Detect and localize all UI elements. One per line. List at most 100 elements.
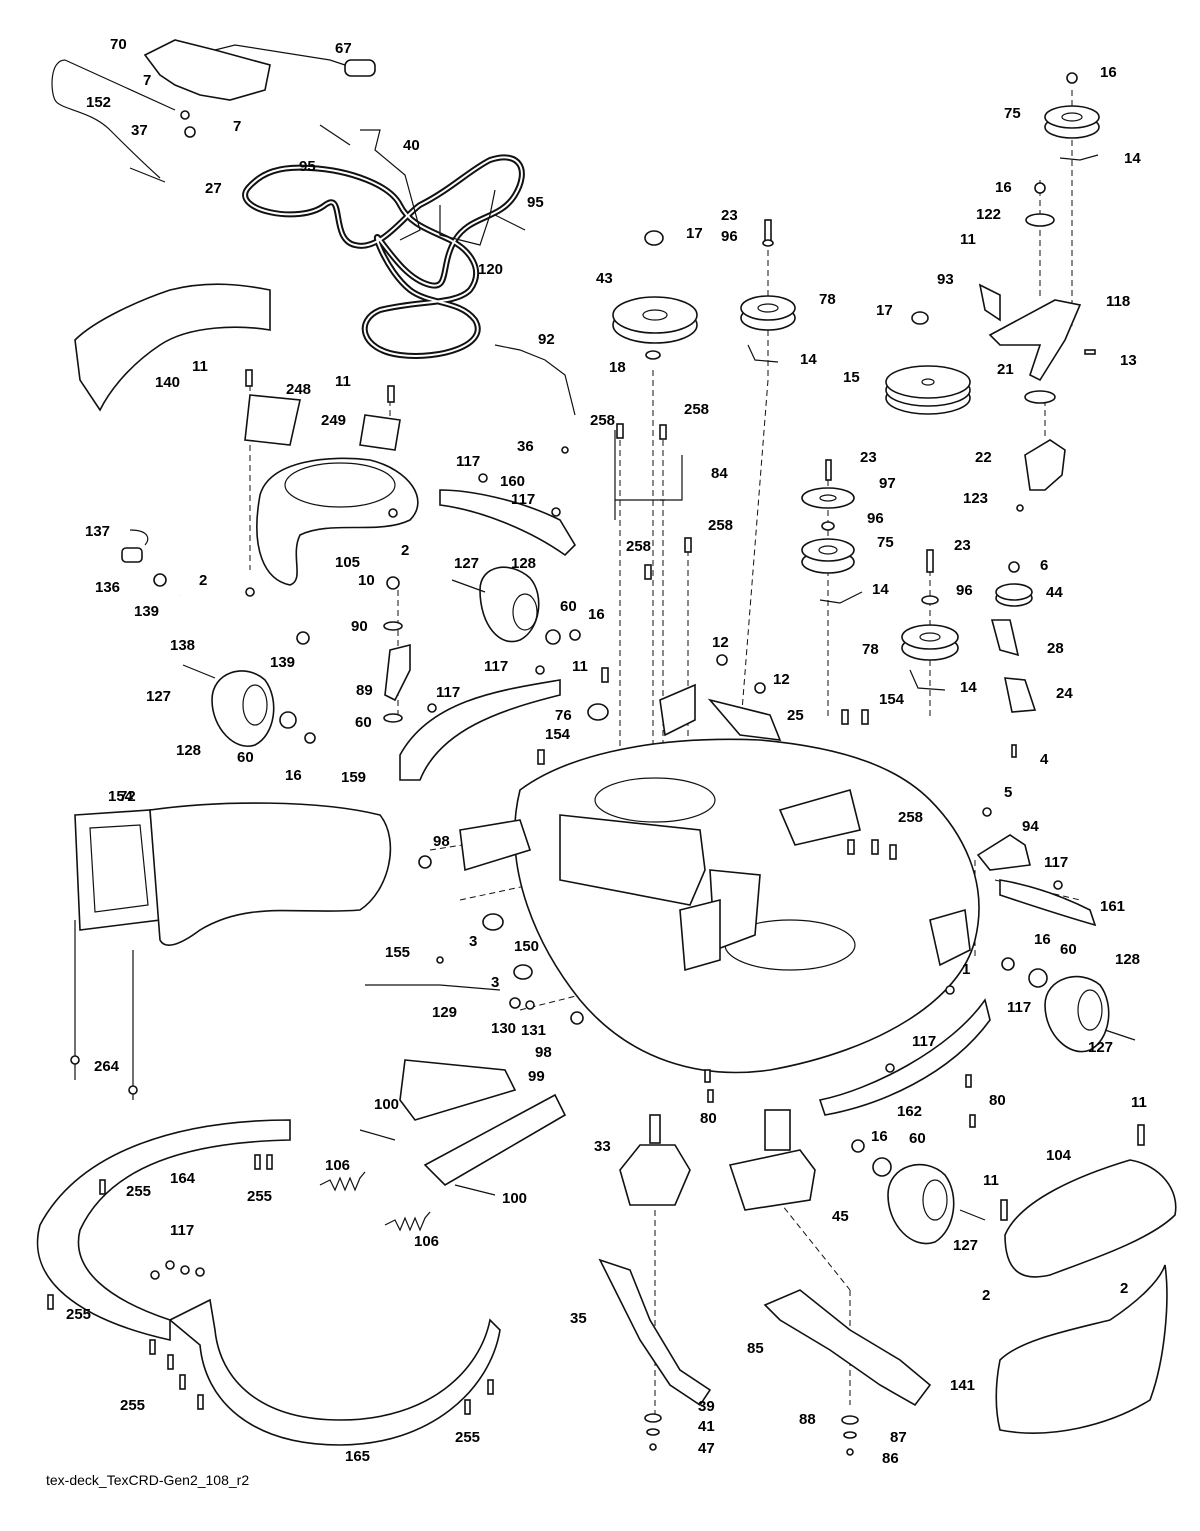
idler-pulley-78-upper <box>740 219 796 363</box>
callout-label: 255 <box>120 1397 145 1414</box>
callout-label: 127 <box>454 555 479 572</box>
callout-label: 80 <box>700 1110 717 1127</box>
callout-label: 23 <box>954 537 971 554</box>
spindle-45 <box>728 1109 816 1211</box>
callout-label: 258 <box>626 538 651 555</box>
callout-label: 4 <box>1040 751 1049 768</box>
callout-label: 12 <box>773 671 790 688</box>
callout-label: 98 <box>433 833 450 850</box>
callout-label: 14 <box>960 679 977 696</box>
callout-label: 17 <box>686 225 703 242</box>
callout-label: 95 <box>299 158 316 175</box>
callout-label: 139 <box>270 654 295 671</box>
belt-cover-140 <box>74 283 271 412</box>
callout-label: 85 <box>747 1340 764 1357</box>
callout-label: 23 <box>721 207 738 224</box>
callout-label: 122 <box>976 206 1001 223</box>
bracket-89 <box>383 576 411 723</box>
callout-label: 36 <box>517 438 534 455</box>
drive-belt <box>242 154 525 359</box>
callout-label: 23 <box>860 449 877 466</box>
spindle-cover-105 <box>244 394 419 586</box>
blade-85 <box>763 1289 932 1456</box>
callout-label: 88 <box>799 1411 816 1428</box>
callout-label: 255 <box>247 1188 272 1205</box>
callout-label: 248 <box>286 381 311 398</box>
callout-label: 130 <box>491 1020 516 1037</box>
callout-label: 94 <box>1022 818 1039 835</box>
callout-label: 127 <box>1088 1039 1113 1056</box>
callout-label: 117 <box>1044 854 1068 871</box>
callout-label: 78 <box>819 291 836 308</box>
callout-label: 136 <box>95 579 120 596</box>
callout-label: 98 <box>535 1044 552 1061</box>
callout-label: 150 <box>514 938 539 955</box>
mower-deck-1 <box>459 683 980 1074</box>
callout-label: 60 <box>237 749 254 766</box>
callout-label: 16 <box>588 606 605 623</box>
callout-label: 117 <box>436 684 460 701</box>
callout-label: 87 <box>890 1429 907 1446</box>
callout-label: 1 <box>962 961 970 978</box>
callout-label: 117 <box>456 453 480 470</box>
bracket-94 <box>976 807 1031 871</box>
callout-label: 21 <box>997 361 1014 378</box>
callout-label: 2 <box>401 542 409 559</box>
callout-label: 2 <box>982 1287 990 1304</box>
callout-label: 137 <box>85 523 110 540</box>
callout-label: 16 <box>871 1128 888 1145</box>
callout-label: 45 <box>832 1208 849 1225</box>
callout-label: 154 <box>108 788 134 805</box>
callout-label: 3 <box>469 933 477 950</box>
callout-label: 154 <box>545 726 571 743</box>
idler-rods <box>494 344 683 520</box>
callout-label: 27 <box>205 180 222 197</box>
callout-label: 11 <box>192 358 208 375</box>
callout-label: 96 <box>956 582 973 599</box>
pulley-15 <box>885 311 971 415</box>
gauge-wheel-left <box>182 664 316 747</box>
lift-lever-assembly <box>51 39 376 183</box>
pulley-43 <box>612 230 698 360</box>
hardware-fasteners <box>47 369 1063 1415</box>
callout-label: 5 <box>1004 784 1012 801</box>
callout-label: 106 <box>414 1233 439 1250</box>
callout-label: 104 <box>1046 1147 1072 1164</box>
callout-label: 11 <box>1131 1094 1147 1111</box>
callout-label: 84 <box>711 465 728 482</box>
callout-label: 128 <box>511 555 536 572</box>
baffle-161 <box>999 879 1097 927</box>
callout-label: 13 <box>1120 352 1137 369</box>
callout-label: 7 <box>233 118 241 135</box>
callout-label: 7 <box>143 72 151 89</box>
callout-label: 90 <box>351 618 368 635</box>
callout-label: 141 <box>950 1377 975 1394</box>
callout-label: 95 <box>527 194 544 211</box>
callout-label: 60 <box>1060 941 1077 958</box>
blade-35 <box>598 1258 712 1451</box>
callout-label: 11 <box>983 1172 999 1189</box>
callout-label: 40 <box>403 137 420 154</box>
baffle-159 <box>399 679 561 781</box>
callout-label: 161 <box>1100 898 1125 915</box>
callout-label: 16 <box>995 179 1012 196</box>
callout-label: 159 <box>341 769 366 786</box>
idler-pulley-78-lower <box>901 549 959 691</box>
callout-label: 92 <box>538 331 555 348</box>
callout-label: 99 <box>528 1068 545 1085</box>
callout-label: 127 <box>953 1237 978 1254</box>
cables-264 <box>70 920 138 1100</box>
callout-label: 96 <box>867 510 884 527</box>
callout-label: 118 <box>1106 293 1130 310</box>
callout-label: 258 <box>898 809 923 826</box>
callout-label: 39 <box>698 1398 715 1415</box>
callout-label: 93 <box>937 271 954 288</box>
callout-label: 18 <box>609 359 626 376</box>
callout-label: 14 <box>800 351 817 368</box>
plate-25 <box>587 654 782 741</box>
callout-label: 6 <box>1040 557 1048 574</box>
callout-label: 37 <box>131 122 148 139</box>
spindle-cover-104 <box>1000 1124 1177 1278</box>
front-hanger-99 <box>359 1059 567 1196</box>
callout-label: 16 <box>1034 931 1051 948</box>
